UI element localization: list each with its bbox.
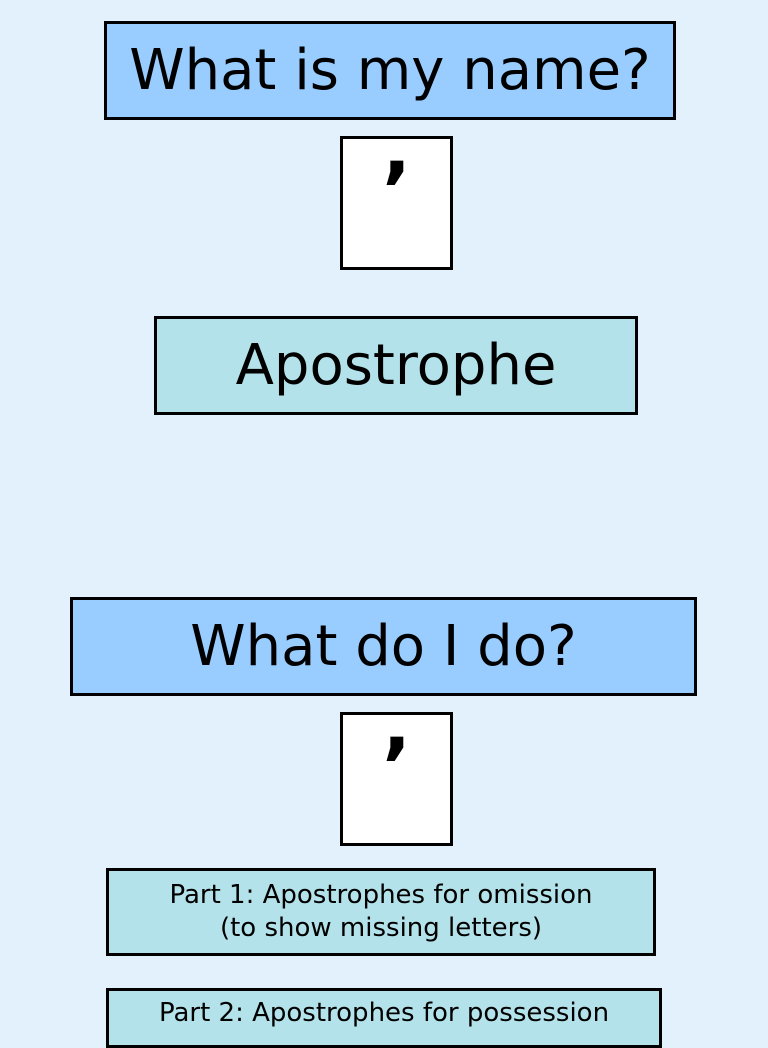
apostrophe-symbol-box-top: ’: [340, 136, 453, 270]
apostrophe-symbol-box-bottom: ’: [340, 712, 453, 846]
part1-line2: (to show missing letters): [219, 913, 543, 943]
question-name-text: What is my name?: [129, 38, 651, 103]
apostrophe-symbol: ’: [381, 723, 412, 813]
question-name-box: What is my name?: [104, 21, 676, 120]
part1-text: Part 1: Apostrophes for omission (to sho…: [169, 879, 592, 945]
apostrophe-symbol: ’: [381, 147, 412, 237]
question-do-box: What do I do?: [70, 597, 697, 696]
question-do-text: What do I do?: [190, 614, 577, 679]
answer-name-text: Apostrophe: [235, 333, 557, 398]
part2-line1: Part 2: Apostrophes for possession: [158, 998, 610, 1028]
part2-possession-box: Part 2: Apostrophes for possession: [106, 988, 662, 1048]
answer-name-box: Apostrophe: [154, 316, 638, 415]
part1-line1: Part 1: Apostrophes for omission: [169, 880, 593, 910]
part1-omission-box: Part 1: Apostrophes for omission (to sho…: [106, 868, 656, 956]
